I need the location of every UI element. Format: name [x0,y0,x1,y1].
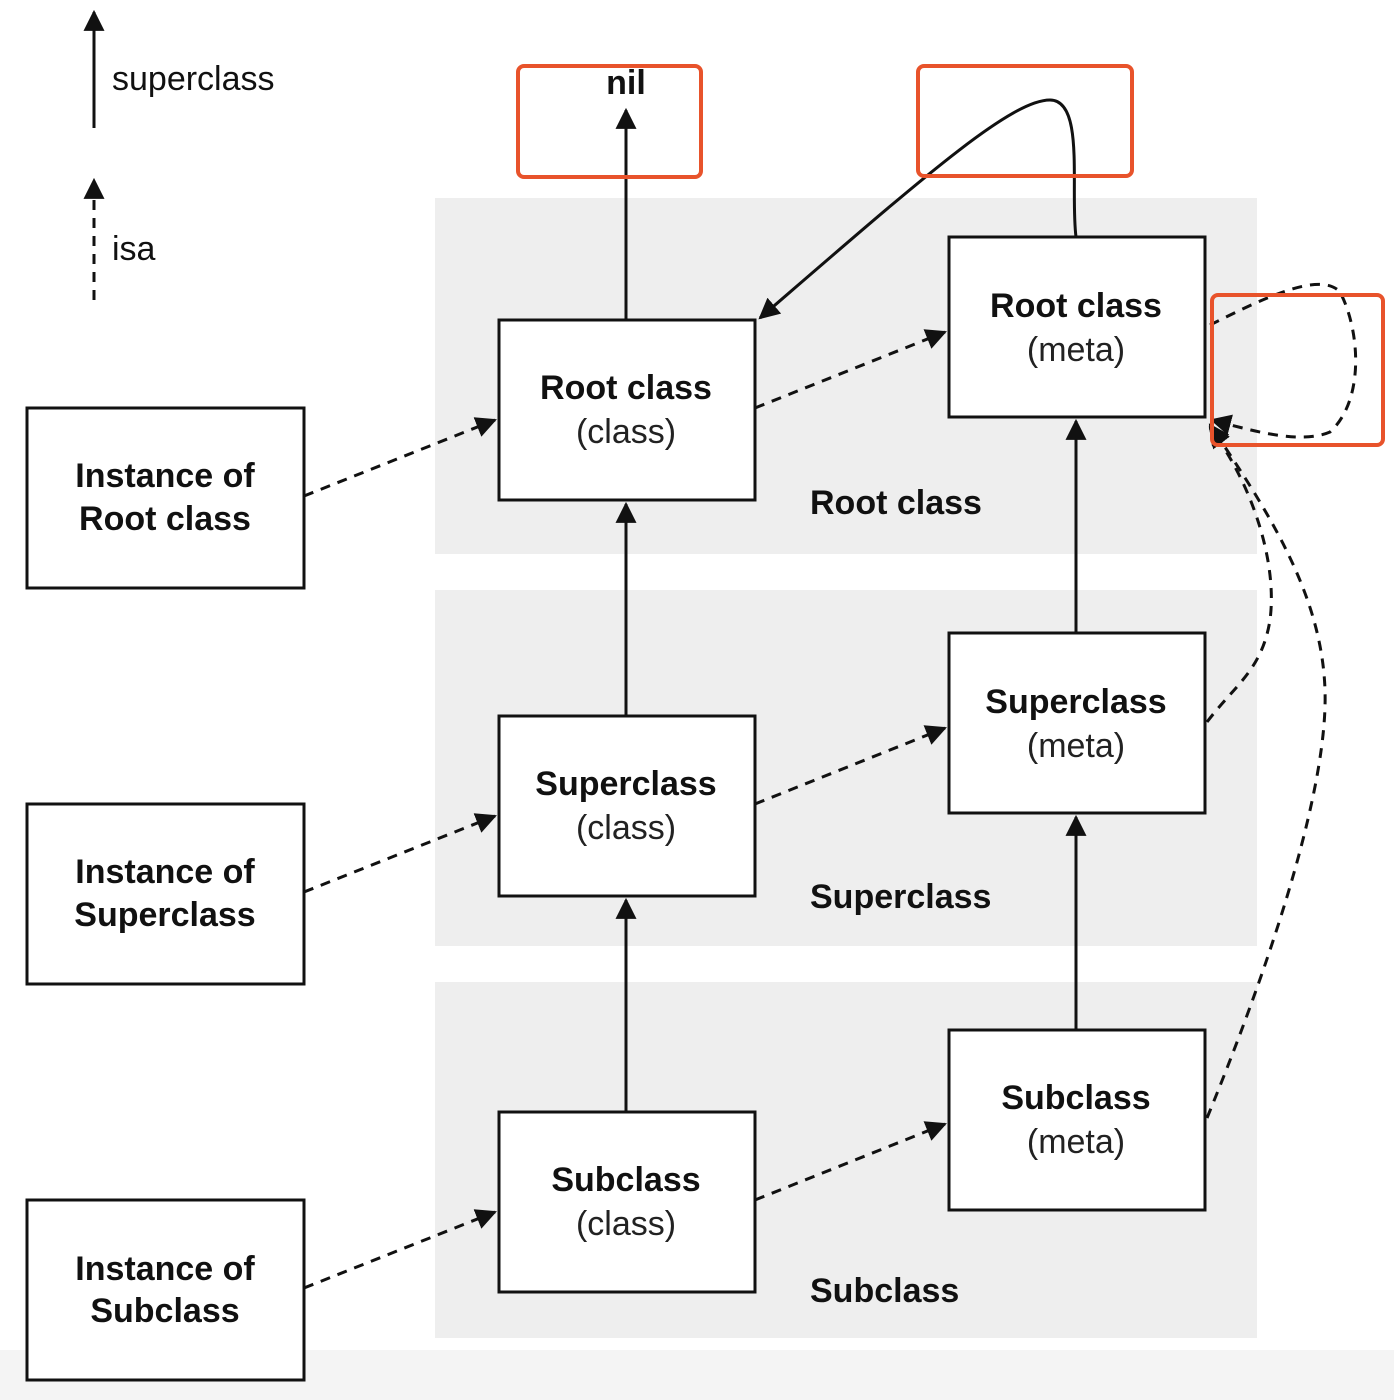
root-class-title: Root class [540,369,712,407]
subclass-class-box: Subclass (class) [497,1110,757,1294]
band-label-root-class: Root class [810,484,982,522]
legend-superclass-label: superclass [112,60,275,98]
root-meta-box: Root class (meta) [947,235,1207,419]
highlight-root-meta-superclass-loop [916,64,1134,178]
isa-instance-superclass-to-superclass-class [303,813,497,894]
instance-subclass-line-2: Subclass [90,1292,239,1330]
isa-root-meta-self-loop [1209,282,1358,439]
subclass-meta-kind: (meta) [1027,1123,1125,1161]
isa-subclass-meta-to-root-meta [1205,423,1327,1119]
superclass-class-title: Superclass [535,765,716,803]
instance-subclass-line-1: Instance of [75,1250,255,1288]
isa-instance-root-to-root-class [303,417,497,498]
instance-root-line-1: Instance of [75,457,255,495]
superclass-meta-title: Superclass [985,683,1166,721]
isa-superclass-meta-to-root-meta [1205,426,1273,723]
highlight-nil [516,64,703,179]
isa-instance-subclass-to-subclass-class [303,1209,497,1290]
subclass-meta-box: Subclass (meta) [947,1028,1207,1212]
superclass-class-kind: (class) [576,809,676,847]
instance-subclass: Instance of Subclass [25,1198,306,1382]
subclass-meta-title: Subclass [1001,1079,1150,1117]
superclass-meta-kind: (meta) [1027,727,1125,765]
root-meta-kind: (meta) [1027,331,1125,369]
arrow-root-meta-to-root-class [758,98,1078,320]
subclass-class-kind: (class) [576,1205,676,1243]
superclass-class-box: Superclass (class) [497,714,757,898]
superclass-meta-box: Superclass (meta) [947,631,1207,815]
legend-isa-label: isa [112,230,156,268]
instance-root-line-2: Root class [79,500,251,538]
instance-superclass: Instance of Superclass [25,802,306,986]
instance-superclass-line-1: Instance of [75,853,255,891]
band-label-superclass: Superclass [810,878,991,916]
root-class-box: Root class (class) [497,318,757,502]
highlight-root-meta-isa-loop [1210,293,1385,447]
instance-root-class: Instance of Root class [25,406,306,590]
root-class-kind: (class) [576,413,676,451]
subclass-class-title: Subclass [551,1161,700,1199]
isa-superclass-class-to-superclass-meta [754,725,947,806]
instance-superclass-line-2: Superclass [74,896,255,934]
nil-label: nil [606,64,646,102]
isa-root-class-to-root-meta [754,329,947,410]
root-meta-title: Root class [990,287,1162,325]
legend: superclass isa [83,9,275,300]
isa-subclass-class-to-subclass-meta [754,1121,947,1202]
band-label-subclass: Subclass [810,1272,959,1310]
